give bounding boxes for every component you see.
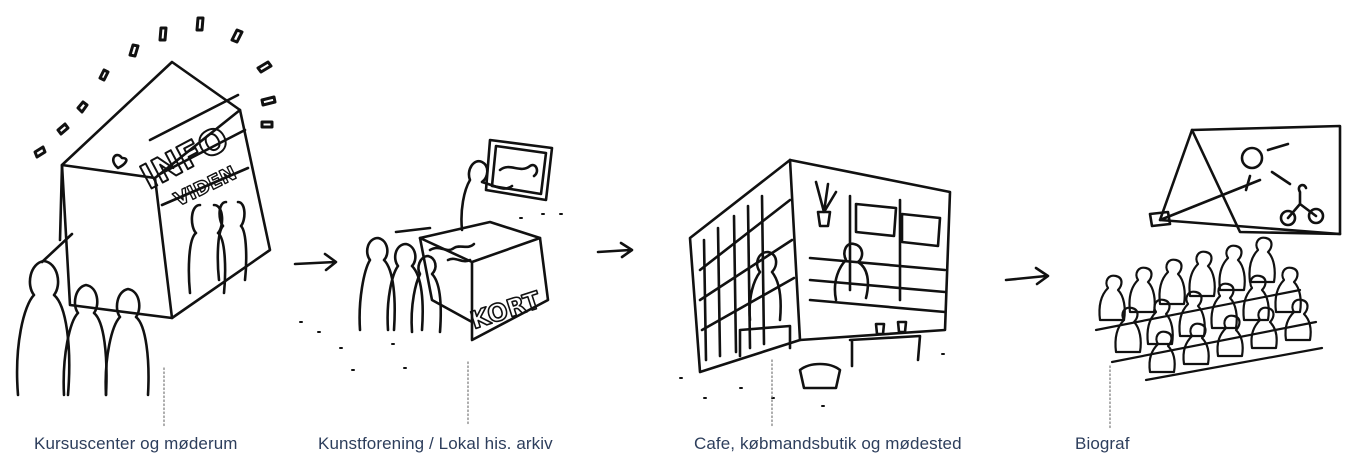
audience-rows — [1096, 238, 1322, 380]
cinema-illustration — [1096, 126, 1340, 380]
kort-sign-text: KORT — [467, 286, 544, 335]
flow-arrow-3 — [1006, 268, 1048, 284]
crowd-foreground — [17, 234, 148, 395]
cafe-illustration — [680, 160, 950, 406]
label-cafe: Cafe, købmandsbutik og mødested — [694, 434, 962, 454]
info-building-illustration: INFO VIDEN — [17, 18, 275, 395]
label-kursuscenter: Kursuscenter og møderum — [34, 434, 238, 454]
leader-lines — [164, 360, 1110, 428]
kort-table-illustration: KORT — [300, 140, 562, 370]
label-biograf: Biograf — [1075, 434, 1130, 454]
flow-arrow-1 — [295, 254, 336, 270]
label-kunstforening: Kunstforening / Lokal his. arkiv — [318, 434, 553, 454]
scatter-dots-cafe — [680, 354, 944, 406]
flow-arrow-2 — [598, 243, 632, 257]
map-table — [420, 222, 540, 262]
